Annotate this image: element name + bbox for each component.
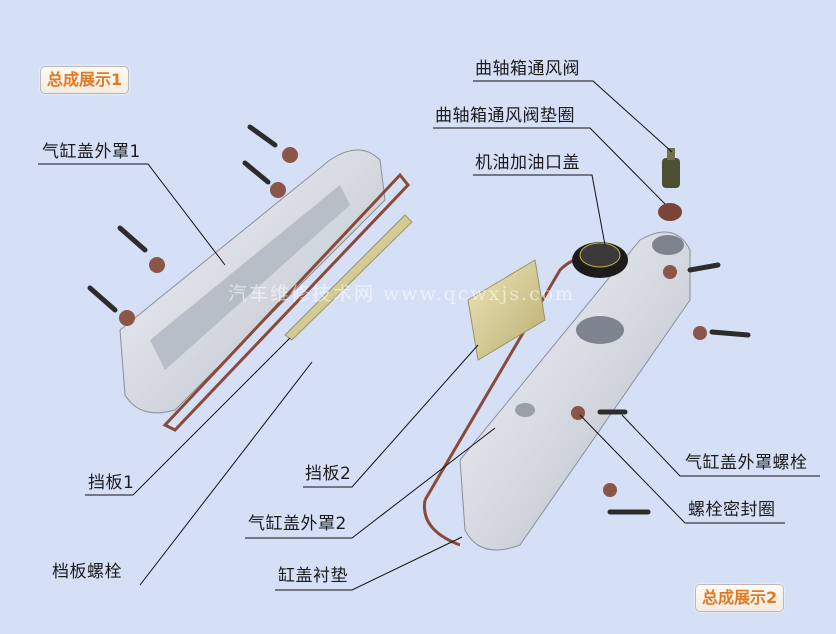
assembly-view-2-button[interactable]: 总成展示2: [695, 584, 785, 612]
pcv-valve: [662, 148, 680, 188]
label-oil-cap: 机油加油口盖: [475, 153, 580, 173]
leader-lines: [38, 80, 820, 591]
watermark: 汽车维修技术网 www.qcwxjs.com: [228, 283, 576, 305]
label-pcv-valve: 曲轴箱通风阀: [475, 59, 580, 79]
cover-bolts-left: [87, 124, 278, 313]
pcv-valve-gasket: [658, 203, 682, 221]
label-baffle-bolt: 档板螺栓: [52, 562, 122, 582]
gasket-1: [162, 172, 410, 432]
assembly-view-1-button[interactable]: 总成展示1: [40, 66, 130, 94]
oil-filler-cap: [572, 242, 628, 278]
label-pcv-gasket: 曲轴箱通风阀垫圈: [435, 106, 575, 126]
label-cover-bolt: 气缸盖外罩螺栓: [685, 453, 808, 473]
cylinder-head-cover-1: [119, 149, 386, 414]
cover-bolts-right: [597, 262, 751, 515]
baffle-2: [467, 259, 546, 361]
label-head-gasket: 缸盖衬垫: [278, 566, 348, 586]
label-bolt-seal: 螺栓密封圈: [688, 500, 776, 520]
label-cover-1: 气缸盖外罩1: [42, 142, 141, 162]
label-baffle-1: 挡板1: [88, 473, 135, 493]
label-cover-2: 气缸盖外罩2: [248, 514, 347, 534]
bolt-seals-right: [571, 265, 707, 497]
cylinder-head-cover-2: [459, 231, 691, 551]
label-baffle-2: 挡板2: [305, 464, 352, 484]
bolt-seals-left: [119, 147, 298, 326]
